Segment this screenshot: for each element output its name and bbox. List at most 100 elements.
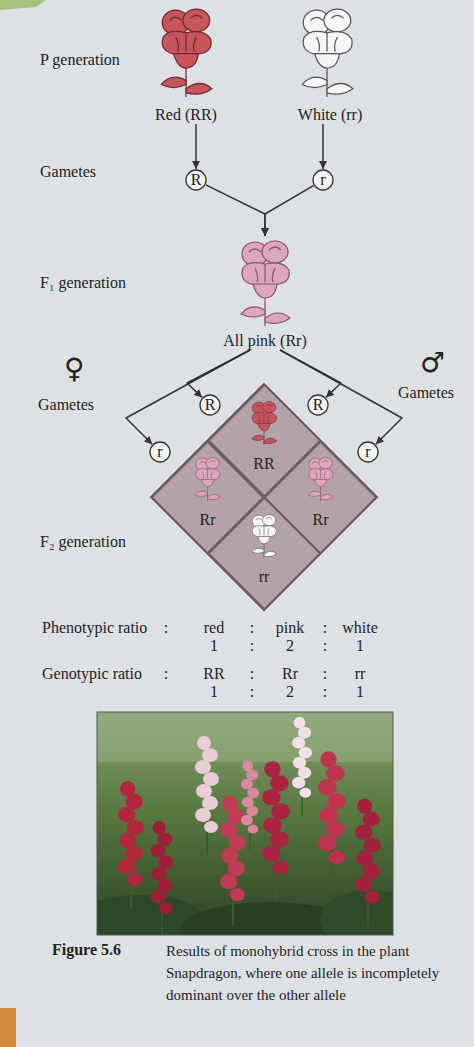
allele-letter: R <box>191 171 202 189</box>
photo-foliage <box>320 890 393 935</box>
punnett-cell: Rr <box>151 441 264 554</box>
pink-flower <box>195 458 220 501</box>
ratio-term: RR <box>203 665 224 683</box>
ratio-separator: : <box>323 665 327 683</box>
ratio-separator: : <box>250 637 254 655</box>
ratio-number: 1 <box>356 637 364 655</box>
ratio-number: 2 <box>286 683 294 701</box>
red-flower <box>161 9 212 97</box>
gamete-outline <box>308 395 328 415</box>
photo-frame <box>97 712 393 935</box>
gamete-outline <box>150 442 170 462</box>
gamete-outline <box>313 170 333 190</box>
ratio-term: pink <box>276 619 304 637</box>
flower-spike <box>118 781 144 910</box>
flower-spike <box>318 751 346 890</box>
allele-letter: R <box>313 396 324 414</box>
genotype-label: RR <box>253 455 274 473</box>
gametes-label: Gametes <box>398 384 454 402</box>
punnett-cell: Rr <box>264 441 377 554</box>
snapdragon-photo <box>97 712 393 935</box>
ratio-separator: : <box>164 619 168 637</box>
page-edge <box>0 1008 16 1047</box>
white-flower <box>302 9 353 97</box>
pink-flower <box>308 458 333 501</box>
cross-arrow <box>280 350 402 444</box>
cell-outline <box>209 498 320 609</box>
genotype-label: rr <box>259 568 270 586</box>
plant-box: White (rr) <box>288 6 372 124</box>
pink-flower <box>241 241 290 326</box>
ratio-separator: : <box>164 665 168 683</box>
cross-arrow <box>206 185 265 236</box>
cross-arrow <box>265 186 314 236</box>
generation-label: P generation <box>40 51 120 69</box>
generation-label: F₂ generation <box>40 533 126 551</box>
punnett-square <box>151 384 377 610</box>
ratio-heading: Genotypic ratio <box>42 665 142 683</box>
ratio-separator: : <box>323 683 327 701</box>
cell-outline <box>209 385 320 496</box>
ratio-term: red <box>204 619 224 637</box>
cell-outline <box>208 497 321 610</box>
plant-box: Red (RR) <box>150 6 222 124</box>
figure-number: Figure 5.6 <box>52 941 121 959</box>
cell-outline <box>208 384 321 497</box>
ratio-number: 1 <box>210 683 218 701</box>
flower-spike <box>292 717 312 816</box>
punnett-cell: RR <box>208 384 321 497</box>
cross-arrow <box>126 350 250 444</box>
gamete-circle: R <box>185 169 207 191</box>
female-symbol: ♀ <box>64 354 85 384</box>
flower-spike <box>355 799 381 928</box>
gamete-outline <box>186 170 206 190</box>
cross-arrow <box>187 350 250 397</box>
ratio-term: rr <box>355 665 366 683</box>
gametes-label: Gametes <box>38 396 94 414</box>
male-symbol: ♂ <box>420 348 445 378</box>
genotype-label: Rr <box>200 511 216 529</box>
ratio-term: white <box>342 619 378 637</box>
gamete-outline <box>200 395 220 415</box>
page-corner <box>0 0 46 10</box>
ratio-number: 1 <box>210 637 218 655</box>
gamete-circle: R <box>307 394 329 416</box>
flower-spike <box>195 736 219 855</box>
ratio-heading: Phenotypic ratio <box>42 619 147 637</box>
genotype-label: All pink (Rr) <box>223 332 307 350</box>
red-flower <box>252 402 277 445</box>
allele-letter: r <box>157 443 162 461</box>
flower-spike <box>241 761 259 850</box>
ratio-separator: : <box>323 619 327 637</box>
allele-letter: r <box>365 443 370 461</box>
cell-outline <box>265 442 376 553</box>
ratio-separator: : <box>323 637 327 655</box>
cell-outline <box>151 441 264 554</box>
gamete-circle: r <box>312 169 334 191</box>
plant-box: All pink (Rr) <box>205 236 325 350</box>
gamete-outline <box>358 442 378 462</box>
genotype-label: Rr <box>313 511 329 529</box>
gametes-label: Gametes <box>40 163 96 181</box>
ratio-number: 1 <box>356 683 364 701</box>
ratio-separator: : <box>250 665 254 683</box>
flower-spike <box>151 821 174 935</box>
cell-outline <box>152 442 263 553</box>
photo-lawn <box>97 712 393 762</box>
gamete-circle: r <box>357 441 379 463</box>
gamete-circle: r <box>149 441 171 463</box>
generation-label: F₁ generation <box>40 274 126 292</box>
cross-arrow <box>280 350 341 397</box>
ratio-separator: : <box>250 619 254 637</box>
flower-spike <box>262 761 290 900</box>
cell-outline <box>264 441 377 554</box>
white-flower <box>252 515 277 558</box>
punnett-cell: rr <box>208 497 321 610</box>
ratio-separator: : <box>250 683 254 701</box>
cross-arrow <box>322 124 324 169</box>
allele-letter: r <box>320 171 325 189</box>
genotype-label: Red (RR) <box>155 106 217 124</box>
genotype-label: White (rr) <box>298 106 362 124</box>
figure-caption: Results of monohybrid cross in the plant… <box>166 940 458 1006</box>
